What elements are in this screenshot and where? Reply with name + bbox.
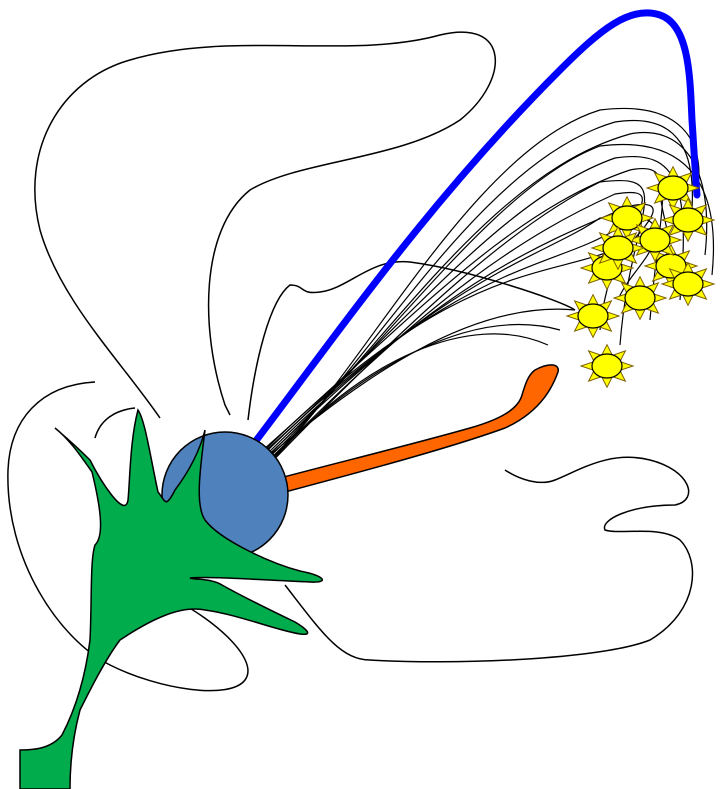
sun-icon (592, 227, 644, 270)
fiber-line (270, 334, 548, 463)
sun-icon (662, 199, 714, 242)
outline-left-inner (95, 408, 135, 438)
orange-process (280, 365, 558, 492)
fiber-line (270, 325, 560, 459)
outline-top-lobe (35, 32, 495, 418)
sun-icon (662, 263, 714, 306)
sun-icon (581, 345, 633, 388)
fiber-line (265, 193, 642, 466)
outline-lower-lobe (285, 457, 692, 662)
sun-icon (614, 277, 666, 320)
sun-icon (629, 219, 681, 262)
sun-icon (567, 295, 619, 338)
sun-icon (647, 167, 699, 210)
